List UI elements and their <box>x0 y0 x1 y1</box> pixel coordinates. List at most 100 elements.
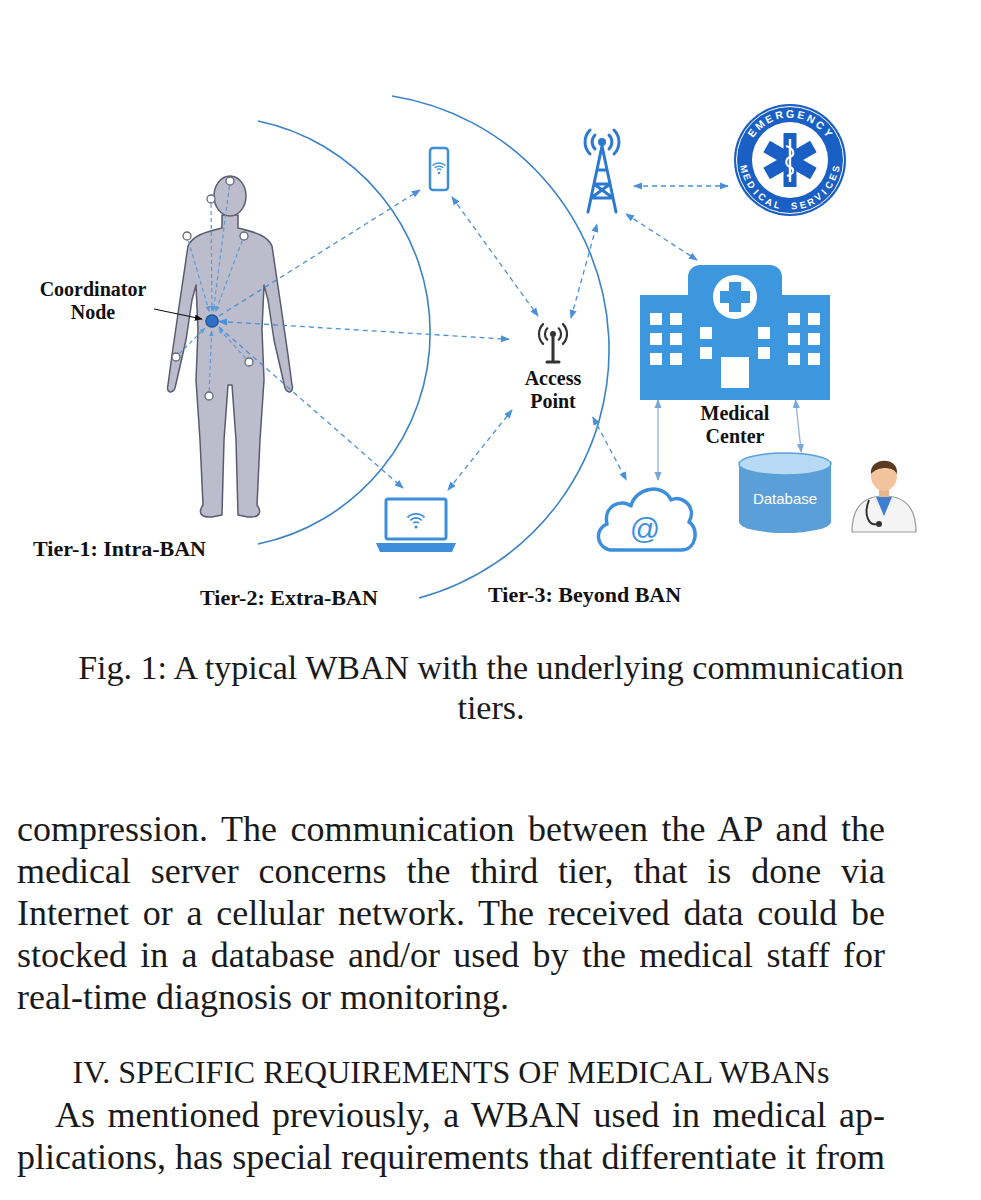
ems-emblem-shape <box>763 133 816 187</box>
ring-letter: D <box>745 179 757 190</box>
hospital-building <box>788 333 800 345</box>
wifi-symbol <box>438 172 441 175</box>
radio-waves <box>585 130 619 154</box>
ring-letter: S <box>791 201 798 211</box>
body-paragraph: As mentioned previously, a WBAN used in … <box>17 1094 885 1178</box>
ring-letter: I <box>820 187 829 195</box>
sensor-link <box>180 186 246 391</box>
hospital-building <box>788 313 800 325</box>
connector-arrow <box>796 400 802 452</box>
hospital-building <box>640 295 696 400</box>
section-heading: IV. SPECIFIC REQUIREMENTS OF MEDICAL WBA… <box>17 1051 885 1093</box>
wifi-symbol <box>413 522 419 523</box>
hospital-building <box>808 353 820 365</box>
wifi-symbol <box>437 168 441 170</box>
wireless-link <box>219 186 728 490</box>
wifi-symbol <box>414 525 417 528</box>
hospital-building <box>788 353 800 365</box>
ring-letter: G <box>786 108 794 119</box>
doctor-icon <box>871 461 897 491</box>
hospital-building <box>758 327 770 339</box>
hospital-building <box>650 313 662 325</box>
hospital-building <box>640 388 830 400</box>
ring-letter: E <box>798 199 807 210</box>
tier-label: Tier-1: Intra-BAN <box>33 536 206 562</box>
hospital-building <box>688 265 782 400</box>
ring-letter: Y <box>821 127 834 139</box>
tier-arc <box>258 96 609 598</box>
node-label: Access Point <box>517 367 589 413</box>
sensor-link <box>213 186 229 311</box>
connector-arrow <box>219 321 509 339</box>
sensor-link <box>216 241 243 312</box>
access-point: Access Point <box>509 320 597 417</box>
sensor-dot <box>172 177 253 400</box>
hospital-building <box>758 347 770 359</box>
wifi-symbol <box>435 166 443 168</box>
sensor-dot <box>240 232 248 240</box>
sensor-dot <box>205 392 213 400</box>
wireless-link <box>452 197 538 316</box>
hospital-building <box>774 295 830 400</box>
ems-emblem-shape <box>737 107 844 214</box>
doctor-icon <box>852 461 916 532</box>
hospital-building <box>640 265 830 400</box>
hospital-building <box>700 347 712 359</box>
wireless-link <box>219 327 403 488</box>
ring-letter: L <box>773 199 781 210</box>
smartphone-icon <box>430 148 448 190</box>
human-body <box>168 176 293 517</box>
cloud-icon: @ <box>593 480 697 552</box>
sensor-link <box>219 328 246 358</box>
stethoscope <box>876 521 882 527</box>
cell-tower <box>588 146 616 212</box>
wireless-link <box>571 224 597 318</box>
emblem-text: EMERGENCY <box>733 103 847 217</box>
hospital-building <box>808 333 820 345</box>
wireless-link <box>219 190 420 316</box>
hospital-building <box>670 333 682 345</box>
hospital-building <box>670 313 682 325</box>
tier-label: Tier-2: Extra-BAN <box>200 585 378 611</box>
hospital-building <box>721 357 749 388</box>
node-label: Database <box>737 490 833 508</box>
hospital-building <box>808 313 820 325</box>
body-head <box>214 176 246 216</box>
wifi-symbol <box>408 514 425 518</box>
emblem-text: MEDICAL SERVICES <box>733 103 847 217</box>
wireless-link <box>448 410 512 490</box>
ems-emblem-shape <box>734 104 846 216</box>
ring-letter: E <box>796 109 805 121</box>
sensor-dot <box>245 358 253 366</box>
medical-center: Medical Center <box>640 265 830 400</box>
hospital-building <box>720 291 750 303</box>
tier-label: Tier-3: Beyond BAN <box>488 582 681 608</box>
database-cylinder: Database <box>737 452 833 534</box>
sensor-dot <box>226 177 234 185</box>
sensor-dot <box>183 232 191 240</box>
coordinator-dot <box>206 315 218 327</box>
wireless-link <box>634 185 728 186</box>
ring-letter: S <box>830 165 841 173</box>
wifi-symbol <box>433 163 446 170</box>
ring-letter <box>784 201 787 211</box>
stethoscope <box>867 500 877 524</box>
wifi-symbol <box>410 518 421 520</box>
wifi-symbol <box>408 514 425 523</box>
database-shape <box>739 453 831 475</box>
ems-emblem-shape <box>786 146 793 176</box>
sensor-dot <box>207 195 215 203</box>
ring-letter: C <box>823 179 835 190</box>
doctor-icon <box>871 461 897 474</box>
laptop-icon <box>376 543 456 552</box>
access-point-icon <box>547 337 559 362</box>
laptop-icon <box>386 499 446 539</box>
leader-arrow <box>154 309 202 319</box>
node-label: Medical Center <box>695 402 775 448</box>
ems-emblem: EMERGENCYMEDICAL SERVICES <box>733 103 847 217</box>
sensor-link <box>188 241 209 312</box>
body-silhouette <box>168 215 293 517</box>
connector-arrow <box>657 400 658 480</box>
node-label: @ <box>593 514 697 544</box>
